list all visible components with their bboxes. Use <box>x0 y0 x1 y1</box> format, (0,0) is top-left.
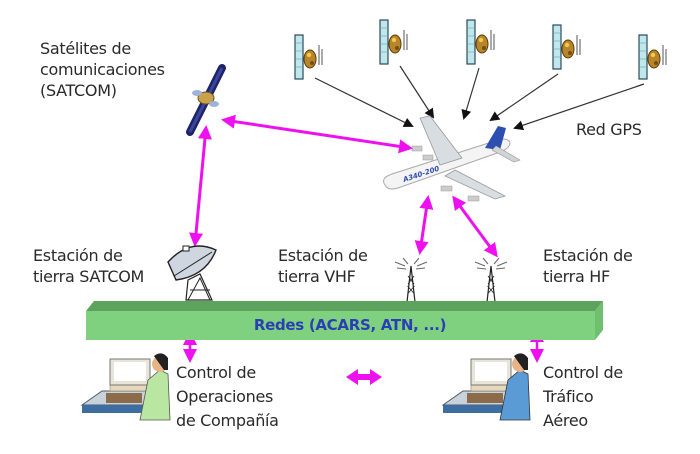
datalink-arrows <box>183 114 544 363</box>
network-label: Redes (ACARS, ATN, ...) <box>253 316 447 334</box>
gps-arrow <box>399 65 435 119</box>
gps-arrow <box>513 83 645 131</box>
satcom-satellite <box>186 64 226 136</box>
aircraft: A340-200 <box>383 115 521 202</box>
aircraft-vhf-link <box>414 195 434 255</box>
gps-satellite <box>294 34 323 80</box>
gps-arrow <box>314 77 414 127</box>
gps-arrow <box>461 67 480 120</box>
satcom-aircraft-link <box>221 114 413 154</box>
gps-satellite <box>638 34 667 80</box>
satcom-dish <box>167 245 217 301</box>
gps-satellite <box>466 19 495 65</box>
satellite-ground-link <box>189 125 212 247</box>
label-air-traffic-control: Control de Tráfico Aéreo <box>543 363 623 430</box>
gps-satellite <box>552 24 581 70</box>
label-ground-satcom: Estación de tierra SATCOM <box>33 246 144 286</box>
label-ground-vhf: Estación de tierra VHF <box>278 246 368 286</box>
label-airline-operations: Control de Operaciones de Compañía <box>176 363 279 430</box>
atc-operator-workstation <box>442 353 531 421</box>
label-ground-hf: Estación de tierra HF <box>543 246 633 286</box>
airline-atc-link <box>346 369 382 385</box>
gps-arrow <box>489 73 559 122</box>
network-bar <box>86 301 603 340</box>
vhf-tower <box>394 257 428 303</box>
label-satcom: Satélites de comunicaciones (SATCOM) <box>40 39 165 100</box>
gps-satellite <box>379 19 408 65</box>
aircraft-hf-link <box>452 195 498 258</box>
hf-tower <box>474 257 508 303</box>
label-gps-network: Red GPS <box>576 120 642 139</box>
airline-operator-workstation <box>81 353 171 421</box>
